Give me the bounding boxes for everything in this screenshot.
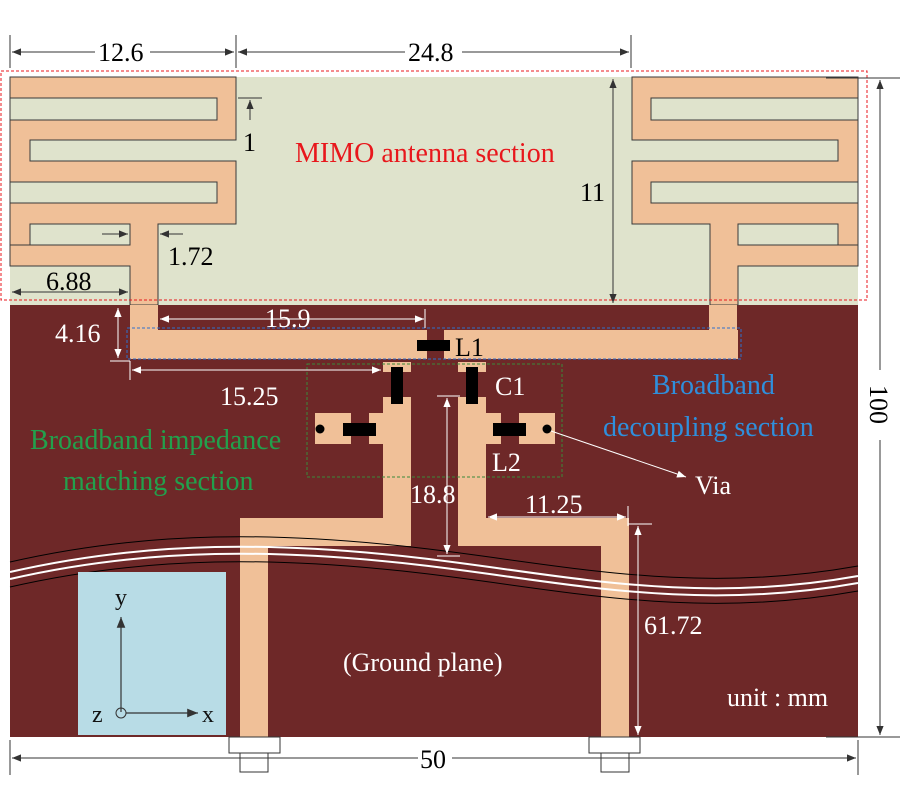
dim-61-72: 61.72: [644, 611, 703, 640]
dim-1: 1: [243, 128, 256, 157]
axis-label-z: z: [92, 702, 103, 728]
via-left: [315, 424, 325, 434]
antenna-section-outline: [0, 70, 868, 301]
dimension-lines-light: [110, 308, 687, 735]
l2-inductor-right: [493, 423, 526, 436]
c1-capacitor-left: [391, 367, 403, 404]
dimension-lines-dark: [9, 35, 900, 775]
label-ground-plane: (Ground plane): [343, 648, 503, 677]
matching-section-outline: [306, 363, 563, 478]
axis-label-x: x: [202, 702, 214, 728]
l2-inductor-left: [343, 423, 376, 436]
dim-50: 50: [420, 745, 446, 774]
left-decoupling-strip: [130, 330, 427, 359]
label-c1: C1: [495, 372, 525, 401]
dim-6-88: 6.88: [46, 267, 92, 296]
coordinate-box: [78, 572, 226, 735]
dim-15-9: 15.9: [265, 304, 311, 333]
label-decoupling-section-line1: Broadband: [652, 370, 775, 401]
port-right: [588, 736, 641, 773]
break-curve: [9, 536, 859, 604]
l1-inductor: [417, 340, 450, 351]
c1-capacitor-right: [466, 367, 478, 404]
label-matching-section-line2: matching section: [63, 466, 254, 497]
right-meander-antenna: [631, 76, 859, 306]
label-matching-section-line1: Broadband impedance: [30, 425, 281, 456]
label-l2: L2: [492, 448, 521, 477]
dim-24-8: 24.8: [408, 38, 454, 67]
dim-12-6: 12.6: [98, 38, 144, 67]
label-unit: unit : mm: [727, 683, 828, 712]
right-antenna-feed-extension: [709, 305, 737, 335]
right-decoupling-strip: [456, 330, 738, 359]
label-antenna-section: MIMO antenna section: [295, 138, 555, 169]
label-decoupling-section-line2: decoupling section: [603, 412, 814, 443]
dim-11-25: 11.25: [525, 490, 583, 519]
label-l1: L1: [455, 333, 484, 362]
dim-15-25: 15.25: [220, 382, 279, 411]
dim-1-72: 1.72: [168, 242, 214, 271]
dim-100: 100: [864, 385, 893, 424]
left-meander-antenna: [9, 76, 237, 306]
port-left: [228, 736, 281, 773]
dim-4-16: 4.16: [55, 319, 101, 348]
via-right: [542, 424, 552, 434]
decoupling-section-outline: [126, 327, 742, 360]
label-via: Via: [695, 471, 731, 500]
axis-label-y: y: [115, 585, 127, 611]
left-antenna-feed-extension: [130, 305, 158, 335]
z-axis-icon: [115, 707, 127, 719]
dim-11: 11: [580, 178, 605, 207]
dim-18-8: 18.8: [410, 480, 456, 509]
